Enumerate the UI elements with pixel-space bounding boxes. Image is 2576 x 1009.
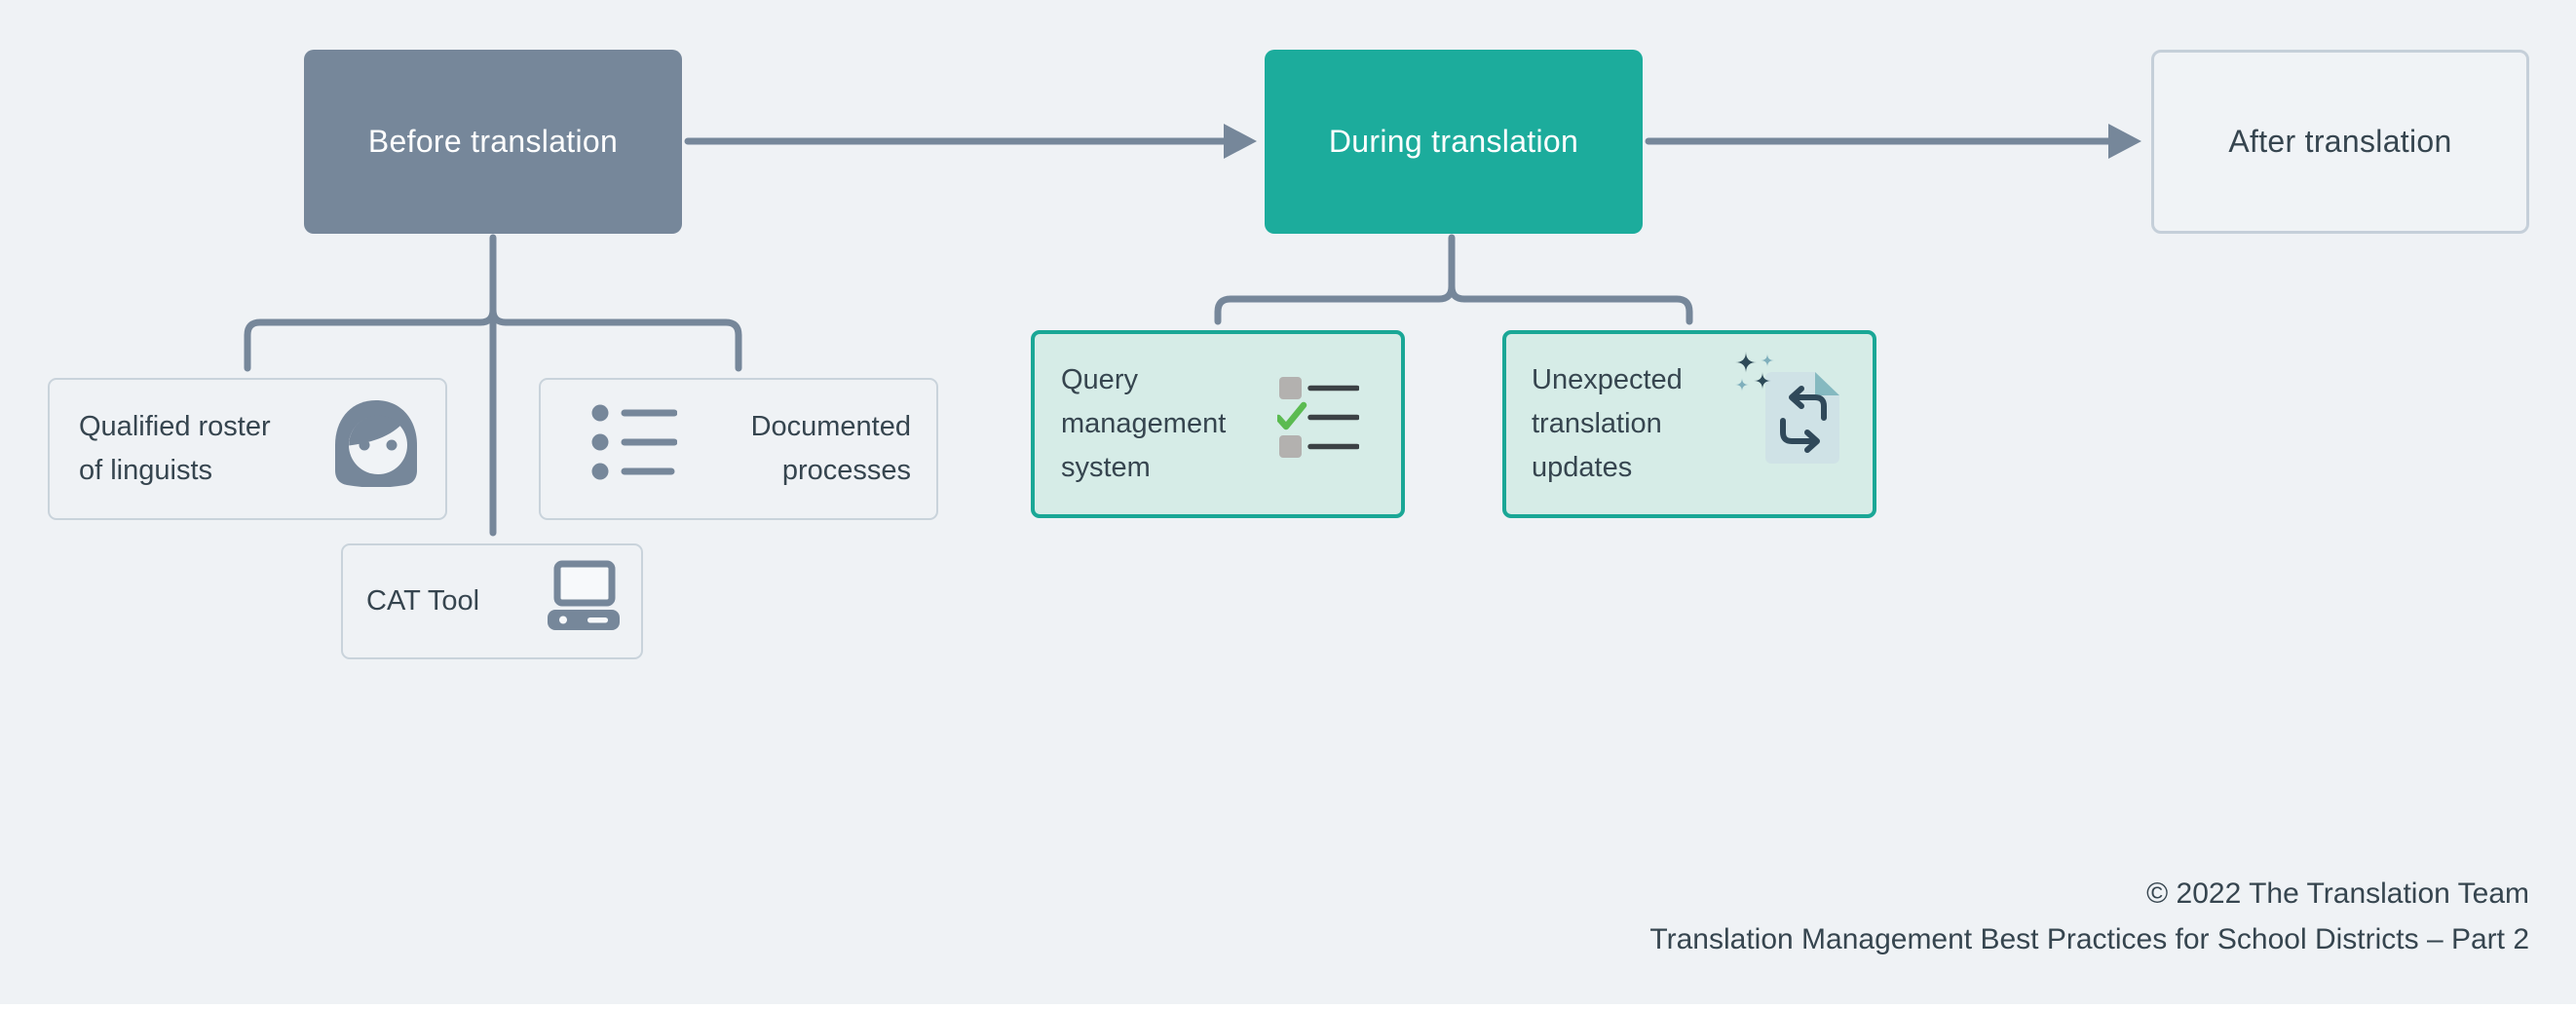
footer: © 2022 The Translation Team Translation … [1649,871,2529,962]
stage-during-label: During translation [1328,124,1579,159]
stage-after-label: After translation [2228,124,2452,159]
node-query-management: Query management system [1031,330,1405,518]
footer-series-title: Translation Management Best Practices fo… [1649,923,2529,955]
bullet-list-icon [591,403,678,495]
connector-before-right-arm [489,306,742,372]
connector-during-left-arm [1214,282,1456,325]
sparkles [1735,352,1774,392]
arrowhead-during-after [2108,124,2141,159]
qualified-roster-label: Qualified roster of linguists [79,411,271,486]
documented-processes-label: Documented processes [750,411,911,486]
computer-icon [548,560,620,644]
node-cat-tool: CAT Tool [341,543,643,659]
person-icon [330,398,422,501]
node-qualified-roster: Qualified roster of linguists [48,378,447,520]
query-management-label: Query management system [1061,364,1227,483]
connector-during-right-arm [1448,282,1693,325]
node-unexpected-updates: Unexpected translation updates [1502,330,1876,518]
arrowhead-before-during [1224,124,1257,159]
unexpected-updates-label: Unexpected translation updates [1532,364,1683,483]
node-documented-processes: Documented processes [539,378,938,520]
checklist-icon [1274,376,1360,472]
stage-after-translation: After translation [2151,50,2529,234]
footer-copyright: © 2022 The Translation Team [2146,878,2529,910]
connector-before-left-arm [244,306,497,372]
bottom-white-strip [0,1004,2576,1009]
stage-before-label: Before translation [367,124,619,159]
stage-before-translation: Before translation [304,50,682,234]
stage-during-translation: During translation [1265,50,1643,234]
cat-tool-label: CAT Tool [366,585,480,617]
document-sync-icon [1729,344,1841,479]
